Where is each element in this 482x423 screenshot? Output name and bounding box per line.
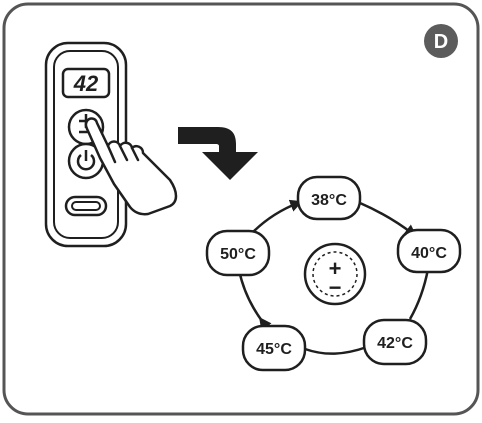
temp-node-50: 50°C — [205, 229, 271, 277]
temp-node-42: 42°C — [362, 318, 428, 366]
temp-label-38: 38°C — [311, 192, 347, 209]
cycle-diagram: + − 38°C 40°C 42°C 45°C 50°C — [205, 175, 462, 372]
power-icon — [76, 150, 96, 171]
curved-arrow-icon — [178, 101, 258, 180]
temp-node-45: 45°C — [241, 324, 307, 372]
temp-label-42: 42°C — [377, 335, 413, 352]
cycle-center-button: + − — [303, 242, 367, 306]
center-minus: − — [329, 275, 342, 300]
temperature-display — [61, 67, 111, 99]
usb-c-port — [64, 195, 108, 217]
center-plus: + — [329, 256, 342, 281]
panel-badge-label: D — [434, 31, 448, 53]
temp-node-40: 40°C — [396, 228, 462, 274]
temp-label-50: 50°C — [220, 246, 256, 263]
usb-c-port-icon — [71, 201, 101, 211]
pointing-hand-icon — [84, 117, 178, 216]
panel-badge: D — [424, 24, 458, 58]
connector-50-38 — [251, 199, 303, 234]
temp-label-40: 40°C — [411, 245, 447, 262]
temp-node-38: 38°C — [296, 175, 362, 221]
connector-42-45 — [304, 345, 368, 355]
display-value: 42 — [73, 71, 99, 96]
temp-label-45: 45°C — [256, 341, 292, 358]
connector-40-42 — [408, 260, 436, 320]
